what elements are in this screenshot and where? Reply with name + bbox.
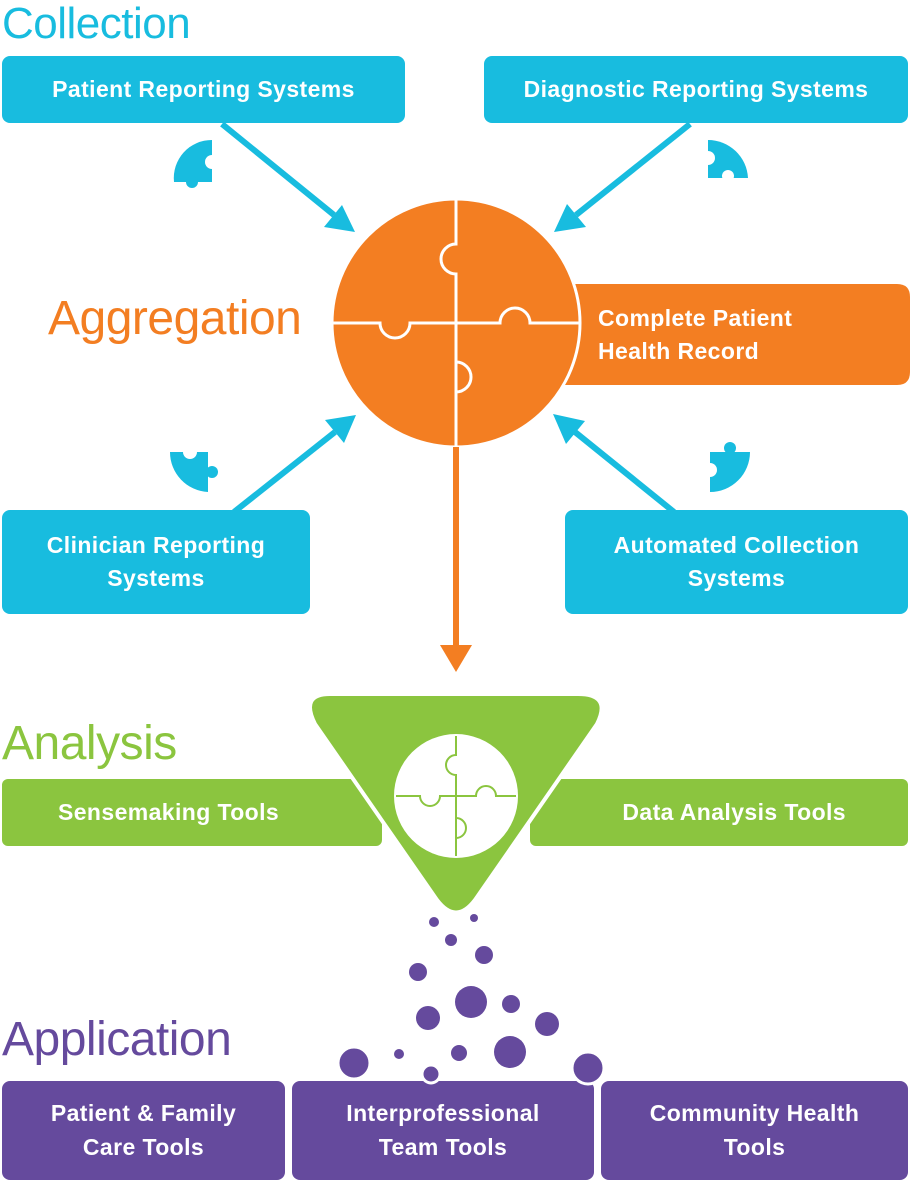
automated-collection-systems-box: Automated Collection Systems [565,510,908,614]
arrow-aggregation-to-analysis [440,447,472,672]
patient-reporting-systems-box: Patient Reporting Systems [2,56,405,123]
analysis-heading: Analysis [2,717,177,770]
data-dot-icon [394,1049,404,1059]
data-dot-icon [470,914,478,922]
health-record-label-line1: Complete Patient [598,304,793,331]
interprofessional-label-line2: Team Tools [378,1133,508,1160]
data-analysis-tools-label: Data Analysis Tools [622,798,846,825]
data-dot-icon [455,986,487,1018]
arrow-diagnostic-to-aggregation [554,121,692,232]
data-dot-icon [535,1012,559,1036]
collection-heading: Collection [2,0,191,48]
sensemaking-tools-band: Sensemaking Tools [2,779,382,846]
data-dot-icon [429,917,439,927]
patient-family-label-line1: Patient & Family [50,1100,237,1127]
aggregation-heading: Aggregation [48,292,302,345]
puzzle-piece-icon [169,445,218,492]
data-dot-icon [445,934,457,946]
puzzle-piece-icon [173,139,219,188]
automated-collection-label-line2: Systems [687,565,786,591]
arrow-patient-to-aggregation [220,121,355,232]
data-dot-icon [502,995,520,1013]
data-dot-icon [416,1006,440,1030]
sensemaking-tools-label: Sensemaking Tools [58,798,280,825]
diagnostic-reporting-systems-label: Diagnostic Reporting Systems [523,75,869,102]
clinician-reporting-label-line2: Systems [107,565,205,591]
complete-patient-health-record: Complete Patient Health Record [598,288,858,382]
diagnostic-reporting-systems-box: Diagnostic Reporting Systems [484,56,908,123]
clinician-reporting-label-line1: Clinician Reporting [46,531,266,558]
arrow-automated-to-aggregation [553,414,676,515]
clinician-reporting-systems-box: Clinician Reporting Systems [2,510,310,614]
health-record-label-line2: Health Record [598,338,760,364]
data-dot-icon [494,1036,526,1068]
health-record-tab [540,284,910,385]
application-heading: Application [2,1013,232,1066]
data-analysis-tools-band: Data Analysis Tools [530,779,908,846]
puzzle-piece-icon [701,139,748,182]
community-health-tools-box: Community Health Tools [601,1081,908,1180]
interprofessional-label-line1: Interprofessional [346,1100,540,1127]
community-health-label-line1: Community Health [649,1100,860,1127]
automated-collection-label-line1: Automated Collection [613,531,860,558]
interprofessional-team-tools-box: Interprofessional Team Tools [292,1081,594,1180]
community-health-label-line2: Tools [723,1133,786,1160]
patient-reporting-systems-label: Patient Reporting Systems [52,75,355,102]
puzzle-piece-icon [703,442,750,492]
data-dot-icon [451,1045,467,1061]
patient-family-label-line2: Care Tools [82,1133,205,1160]
arrow-clinician-to-aggregation [232,415,356,515]
data-dot-icon [409,963,427,981]
data-dot-icon [475,946,493,964]
patient-family-care-tools-box: Patient & Family Care Tools [2,1081,285,1180]
